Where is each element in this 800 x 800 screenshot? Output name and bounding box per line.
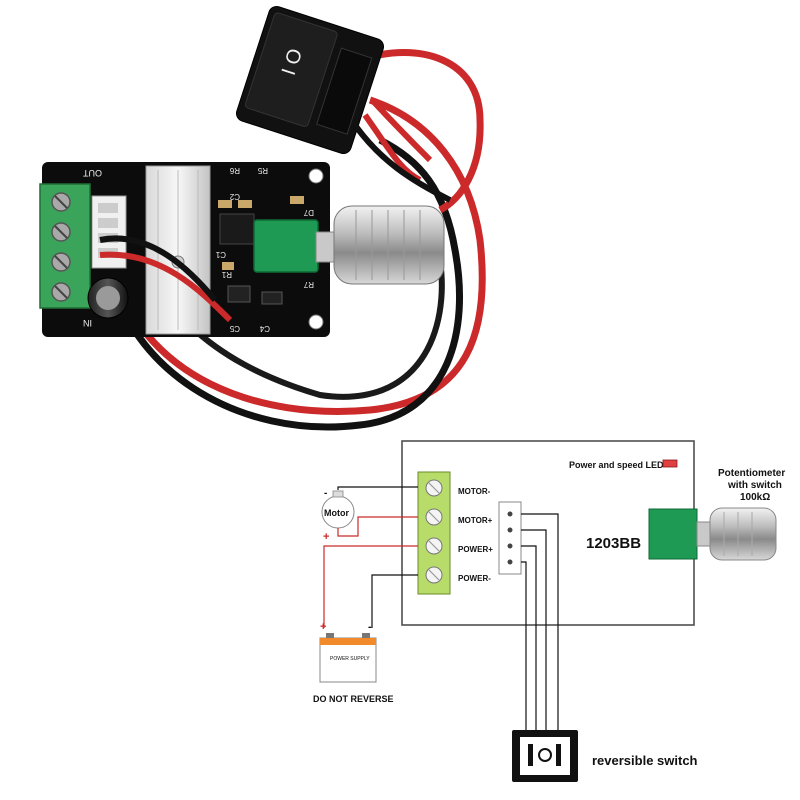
svg-text:R5: R5 (257, 166, 268, 175)
reversible-switch-label: reversible switch (592, 753, 698, 768)
knob (333, 205, 445, 285)
switch-wire-black-1 (352, 123, 452, 203)
supply-plus: + (320, 621, 326, 633)
wire-motor-minus (337, 486, 418, 490)
supply-minus: - (368, 621, 372, 633)
svg-text:C5: C5 (229, 324, 240, 333)
wire-power-minus (371, 574, 418, 628)
svg-text:R1: R1 (221, 270, 232, 279)
svg-text:C4: C4 (259, 324, 270, 333)
pcb-label-out: OUT (83, 168, 103, 178)
power-supply-label: POWER SUPPLY (330, 656, 370, 662)
svg-text:R6: R6 (229, 166, 240, 175)
led-indicator (662, 459, 678, 468)
chip-label: 1203BB (586, 535, 641, 552)
wire-red-top (358, 49, 484, 214)
svg-text:C2: C2 (229, 192, 240, 201)
pwm-board-photo: OUT IN R6 R5 C (39, 5, 486, 431)
diagram-header (498, 501, 522, 575)
terminal-label-power-minus: POWER- (458, 574, 491, 583)
terminal-label-motor-minus: MOTOR- (458, 487, 491, 496)
wire-switch-3 (521, 545, 537, 730)
wire-red-front (99, 251, 233, 323)
switch-wire-red-1 (369, 97, 433, 163)
motor-label: Motor (324, 508, 349, 518)
wire-switch-1 (521, 513, 559, 730)
svg-text:D7: D7 (303, 208, 314, 217)
wire-motor-plus (337, 516, 418, 537)
motor-minus: - (324, 488, 327, 499)
pot-label-line-2: with switch (727, 480, 782, 491)
diagram-knob (709, 507, 777, 561)
rocker-switch-photo: O I (235, 5, 385, 155)
mount-hole-br (308, 314, 324, 330)
ic-chip (219, 213, 255, 245)
terminal-label-motor-plus: MOTOR+ (458, 516, 493, 525)
led-label: Power and speed LED (569, 460, 664, 470)
wiring-diagram: Power and speed LED Potentiometer with s… (313, 440, 785, 782)
mount-hole-tr (308, 168, 324, 184)
do-not-reverse-warning: DO NOT REVERSE (313, 694, 394, 704)
svg-text:C1: C1 (215, 250, 226, 259)
pcb-label-in: IN (83, 318, 92, 328)
motor-plus: + (323, 531, 329, 543)
terminal-label-power-plus: POWER+ (458, 545, 493, 554)
potentiometer-body (253, 219, 319, 273)
wire-red-loop (106, 96, 486, 415)
pot-label-line-1: Potentiometer (718, 468, 785, 479)
power-supply-battery (319, 637, 377, 683)
diagram-potentiometer-body (648, 508, 698, 560)
pot-label-line-3: 100kΩ (740, 492, 770, 503)
wire-switch-2 (521, 529, 547, 730)
wire-black-front (99, 235, 218, 302)
wire-switch-4 (521, 561, 527, 730)
wire-power-plus (323, 545, 418, 628)
svg-text:R7: R7 (303, 280, 314, 289)
